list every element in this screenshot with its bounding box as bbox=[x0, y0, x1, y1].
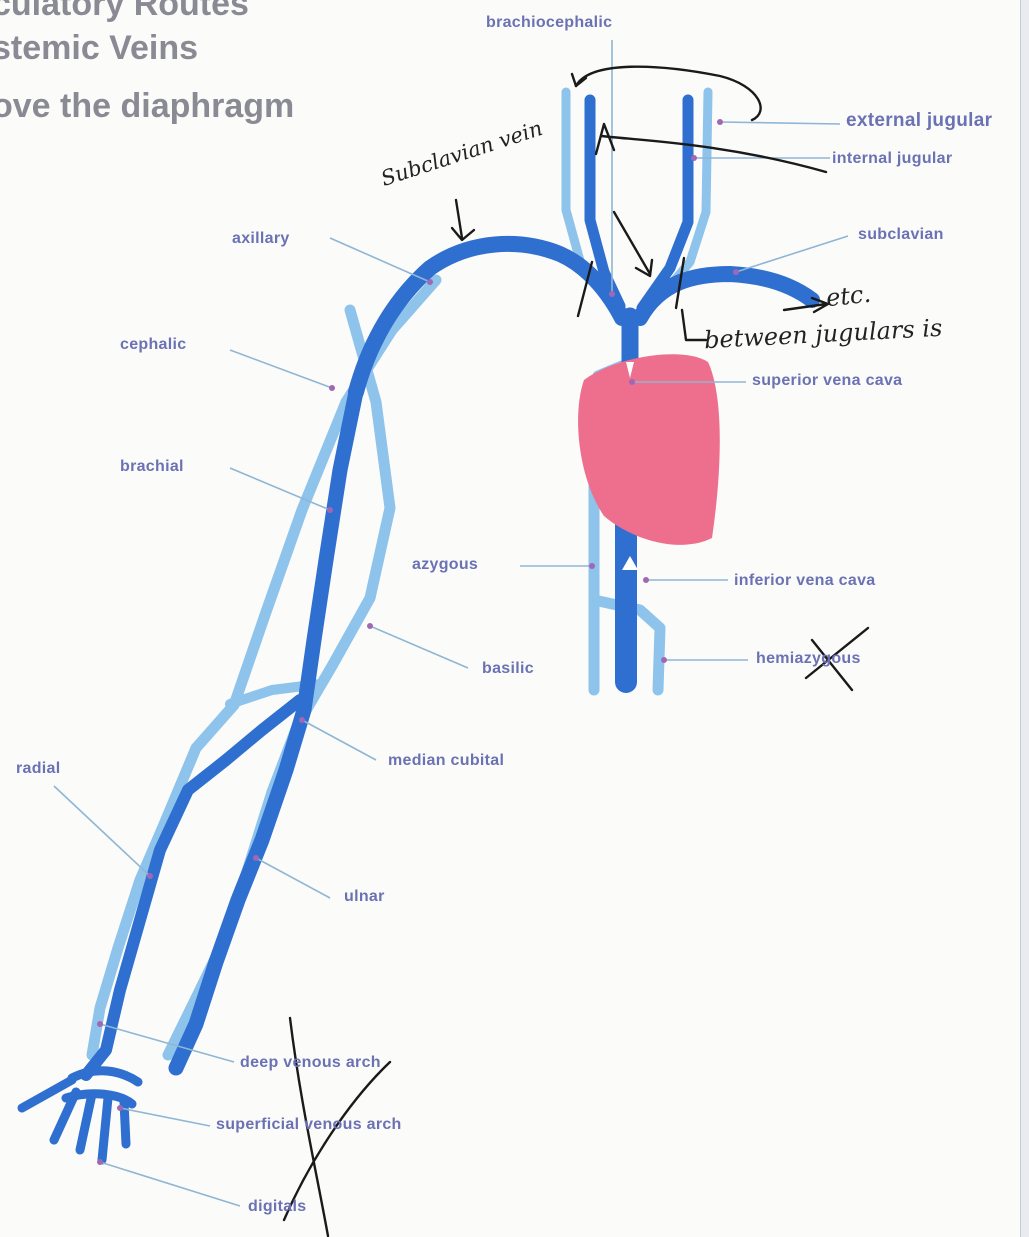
title-line-3: ove the diaphragm bbox=[0, 88, 294, 124]
label-basilic: basilic bbox=[482, 660, 534, 678]
label-brachial: brachial bbox=[120, 458, 184, 476]
label-radial: radial bbox=[16, 760, 61, 778]
label-deep-venous-arch: deep venous arch bbox=[240, 1054, 381, 1072]
vein-digital-4 bbox=[102, 1098, 108, 1160]
vein-deep-venous-arch bbox=[72, 1071, 138, 1082]
subclavian-vein-arrow bbox=[452, 200, 474, 240]
label-median-cubital: median cubital bbox=[388, 752, 504, 770]
hand-veins bbox=[22, 1071, 138, 1160]
vein-digital-3 bbox=[80, 1094, 92, 1150]
label-brachiocephalic: brachiocephalic bbox=[486, 14, 612, 32]
label-superior-vena-cava: superior vena cava bbox=[752, 372, 902, 390]
label-inferior-vena-cava: inferior vena cava bbox=[734, 572, 875, 590]
vein-cephalic bbox=[92, 280, 436, 1055]
label-internal-jugular: internal jugular bbox=[832, 150, 952, 168]
title-line-1: culatory Routes bbox=[0, 0, 249, 22]
label-external-jugular: external jugular bbox=[846, 112, 992, 130]
between-bracket bbox=[682, 310, 706, 340]
label-hemiazygous: hemiazygous bbox=[756, 650, 861, 668]
label-ulnar: ulnar bbox=[344, 888, 385, 906]
label-superficial-venous-arch: superficial venous arch bbox=[216, 1116, 402, 1134]
note-etc: etc. bbox=[825, 280, 873, 313]
bracket-arrow bbox=[576, 67, 761, 120]
vein-subclavian-right bbox=[640, 274, 812, 318]
label-cephalic: cephalic bbox=[120, 336, 186, 354]
title-line-2: stemic Veins bbox=[0, 30, 198, 66]
pointer-jugulars bbox=[602, 136, 826, 172]
label-axillary: axillary bbox=[232, 230, 290, 248]
leader-lines bbox=[54, 40, 848, 1206]
brachiocephalic-arrow bbox=[614, 212, 652, 276]
label-subclavian: subclavian bbox=[858, 226, 944, 244]
page-edge bbox=[1020, 0, 1029, 1237]
label-digitals: digitals bbox=[248, 1198, 306, 1216]
label-azygous: azygous bbox=[412, 556, 478, 574]
